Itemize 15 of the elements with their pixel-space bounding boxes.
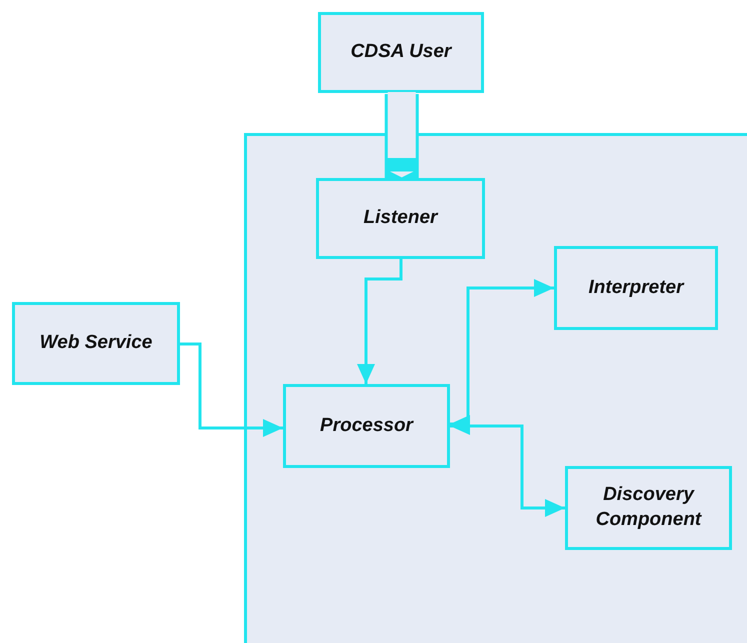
process-box <box>318 12 484 93</box>
process-box <box>316 178 485 259</box>
process-box <box>554 246 718 330</box>
node-label: Processor <box>320 414 413 438</box>
process-box <box>12 302 180 385</box>
node-label: Web Service <box>40 331 152 356</box>
process-box <box>565 466 732 550</box>
node-label: Interpreter <box>588 276 684 300</box>
node-label: Listener <box>364 206 438 230</box>
node-label: CDSA User <box>350 40 452 64</box>
container-panel <box>244 133 747 643</box>
process-box <box>283 384 450 468</box>
arrow <box>357 259 402 384</box>
arrow <box>180 342 283 437</box>
node-label: Discovery Component <box>594 483 703 532</box>
